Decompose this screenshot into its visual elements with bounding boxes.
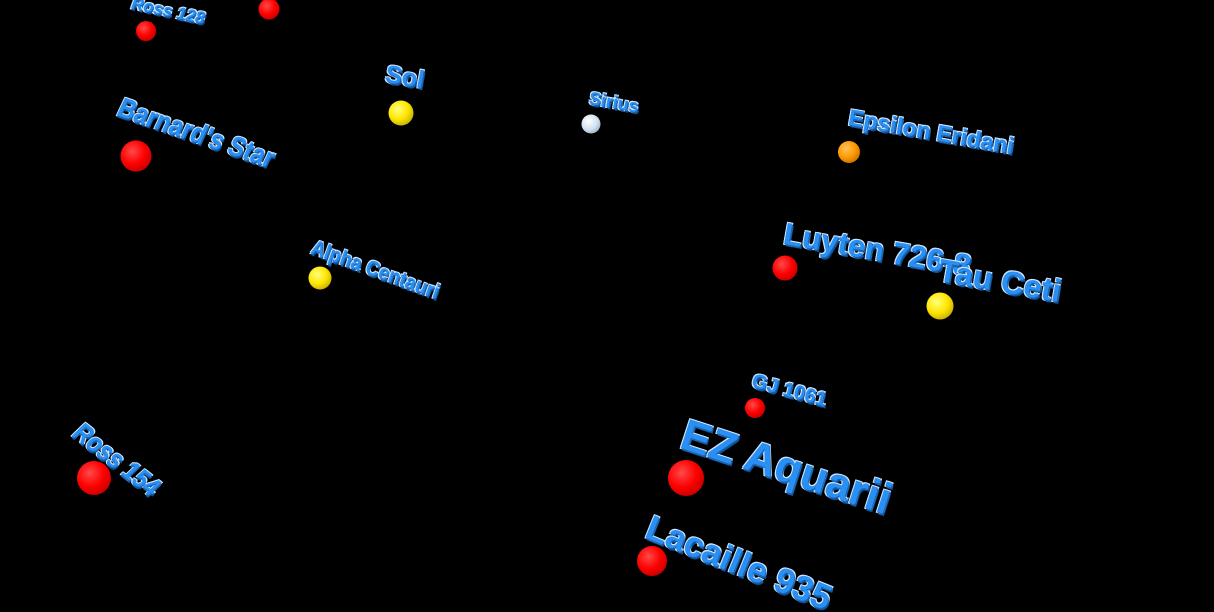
star-lacaille-935[interactable] (637, 546, 667, 576)
label-lacaille-935: Lacaille 935 (640, 508, 838, 612)
star-luyten-726-8[interactable] (772, 255, 798, 281)
star-unlabeled[interactable] (258, 0, 280, 20)
star-barnards-star[interactable] (120, 140, 152, 172)
star-ross-154[interactable] (77, 461, 111, 495)
label-epsilon-eridani: Epsilon Eridani (846, 104, 1016, 159)
star-epsilon-eridani[interactable] (838, 141, 860, 163)
star-alpha-centauri[interactable] (308, 266, 332, 290)
label-ez-aquarii: EZ Aquarii (674, 410, 898, 525)
star-sol[interactable] (388, 100, 414, 126)
star-sirius[interactable] (581, 114, 601, 134)
star-tau-ceti[interactable] (926, 292, 954, 320)
label-tau-ceti: Tau Ceti (935, 252, 1064, 309)
star-ross-128[interactable] (136, 21, 156, 41)
label-sol: Sol (383, 60, 427, 95)
star-ez-aquarii[interactable] (668, 460, 704, 496)
label-sirius: Sirius (587, 88, 641, 117)
star-gj-1061[interactable] (745, 398, 765, 418)
